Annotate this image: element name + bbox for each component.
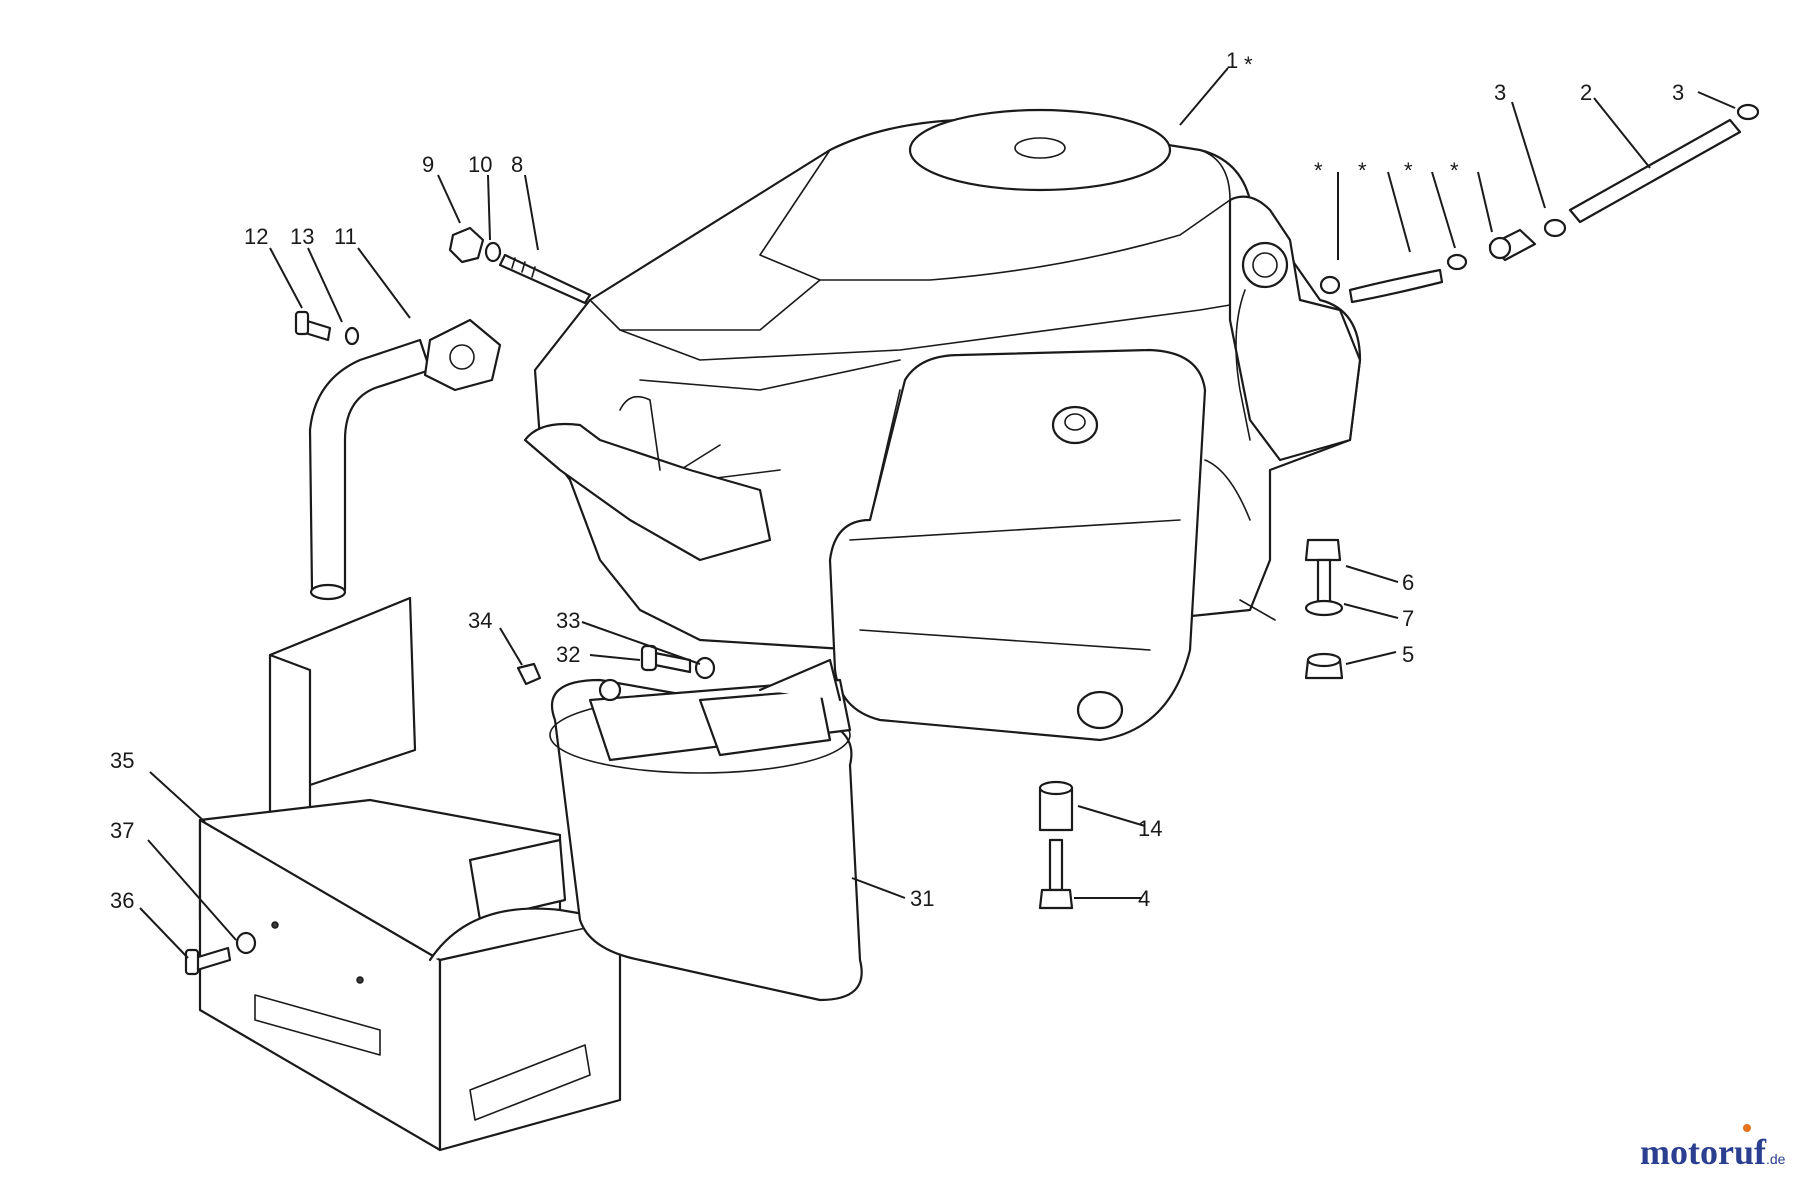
fuel-line-group (1319, 103, 1760, 304)
callout-star-2: * (1358, 158, 1367, 183)
callout-3a: 3 (1494, 80, 1506, 105)
callout-37: 37 (110, 818, 134, 843)
callout-14: 14 (1138, 816, 1162, 841)
motoruf-watermark: motoruf.de (1640, 1124, 1786, 1172)
callout-star-4: * (1450, 158, 1459, 183)
hardware-group (184, 644, 716, 976)
callout-star-1: * (1314, 158, 1323, 183)
callout-11: 11 (334, 224, 357, 249)
callout-12: 12 (244, 224, 268, 249)
mounting-hardware-group (1038, 538, 1344, 910)
callout-7: 7 (1402, 606, 1414, 631)
watermark-tld: .de (1766, 1151, 1786, 1167)
callout-2: 2 (1580, 80, 1592, 105)
callout-35: 35 (110, 748, 134, 773)
watermark-dot (1743, 1124, 1751, 1132)
watermark-brand: motoruf (1640, 1132, 1767, 1172)
callout-6: 6 (1402, 570, 1414, 595)
muffler-part-31 (549, 658, 863, 1002)
callout-13: 13 (290, 224, 314, 249)
leader-lines (139, 67, 1736, 959)
callout-star-3: * (1404, 158, 1413, 183)
svg-text:motoruf.de: motoruf.de (1640, 1132, 1786, 1172)
callout-1-star: * (1244, 52, 1253, 77)
callout-31: 31 (910, 886, 934, 911)
callout-33: 33 (556, 608, 580, 633)
callout-9: 9 (422, 152, 434, 177)
exhaust-stud-group (448, 226, 592, 305)
callout-5: 5 (1402, 642, 1414, 667)
callout-32: 32 (556, 642, 580, 667)
callout-3b: 3 (1672, 80, 1684, 105)
callout-36: 36 (110, 888, 134, 913)
engine-part-1 (523, 108, 1362, 742)
exhaust-pipe-group (294, 310, 502, 601)
callout-34: 34 (468, 608, 492, 633)
callout-4: 4 (1138, 886, 1150, 911)
callout-1: 1 (1226, 48, 1238, 73)
callout-8: 8 (511, 152, 523, 177)
muffler-guard-part-35 (198, 596, 622, 1152)
callout-labels: 1 * 2 3 3 * * * * 9 10 8 12 13 11 6 7 5 … (110, 48, 1684, 913)
callout-10: 10 (468, 152, 492, 177)
